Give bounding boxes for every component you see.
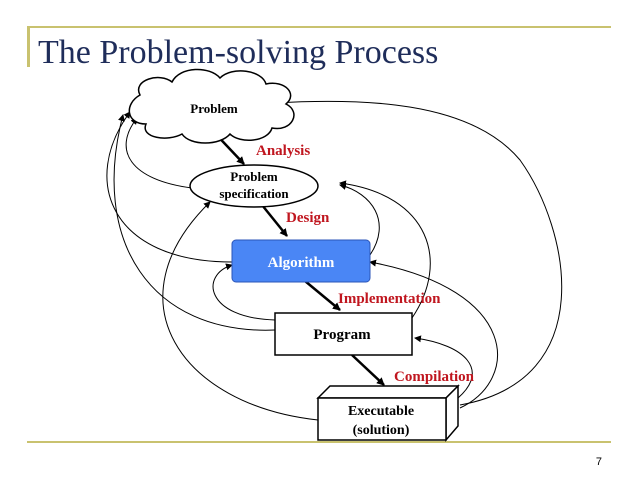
flow-arrow-program-to-executable xyxy=(351,354,385,386)
page-number: 7 xyxy=(595,456,602,468)
feedback-arrow-executable-to-program xyxy=(414,335,473,399)
page-title: The Problem-solving Process xyxy=(38,34,439,71)
title-accent-bar xyxy=(27,27,30,67)
algorithm-label: Algorithm xyxy=(268,255,335,271)
problem-cloud-shape xyxy=(128,68,295,144)
algorithm-box xyxy=(231,239,371,283)
flow-arrow-spec-to-algorithm xyxy=(261,204,288,237)
step-label-compilation: Compilation xyxy=(394,369,475,385)
executable-label-line-2: (solution) xyxy=(353,423,410,438)
feedback-arrow-executable-to-spec xyxy=(162,201,319,421)
feedback-arrow-algorithm-to-spec xyxy=(339,183,380,256)
algorithm-node: Algorithm xyxy=(231,239,371,283)
feedback-arrow-program-to-spec xyxy=(339,180,431,319)
problem-label: Problem xyxy=(190,101,238,116)
feedback-arrow-spec-to-problem xyxy=(125,117,193,189)
step-label-implementation: Implementation xyxy=(338,291,441,307)
specification-node: Problem specification xyxy=(189,164,319,208)
program-label: Program xyxy=(313,327,371,343)
program-box xyxy=(274,312,413,356)
flow-arrow-algorithm-to-program xyxy=(304,280,341,311)
specification-ellipse xyxy=(189,164,319,208)
executable-box-top-face xyxy=(316,385,460,399)
executable-node: Executable (solution) xyxy=(316,384,460,443)
step-label-analysis: Analysis xyxy=(256,143,310,159)
executable-label-line-1: Executable xyxy=(348,404,414,419)
feedback-arrow-program-to-problem xyxy=(113,114,276,331)
feedback-arrow-executable-to-algorithm xyxy=(369,259,498,409)
feedback-arrow-executable-to-problem xyxy=(272,99,563,406)
problem-cloud-node: Problem xyxy=(128,68,295,144)
feedback-arrow-program-to-algorithm xyxy=(212,263,276,321)
top-rule xyxy=(27,26,611,28)
program-node: Program xyxy=(274,312,413,356)
specification-label-line-2: specification xyxy=(219,186,289,201)
executable-box-front-face xyxy=(317,397,447,441)
bottom-rule xyxy=(27,441,611,443)
step-label-design: Design xyxy=(286,210,330,226)
specification-label-line-1: Problem xyxy=(230,169,278,184)
feedback-arrows xyxy=(106,99,563,421)
